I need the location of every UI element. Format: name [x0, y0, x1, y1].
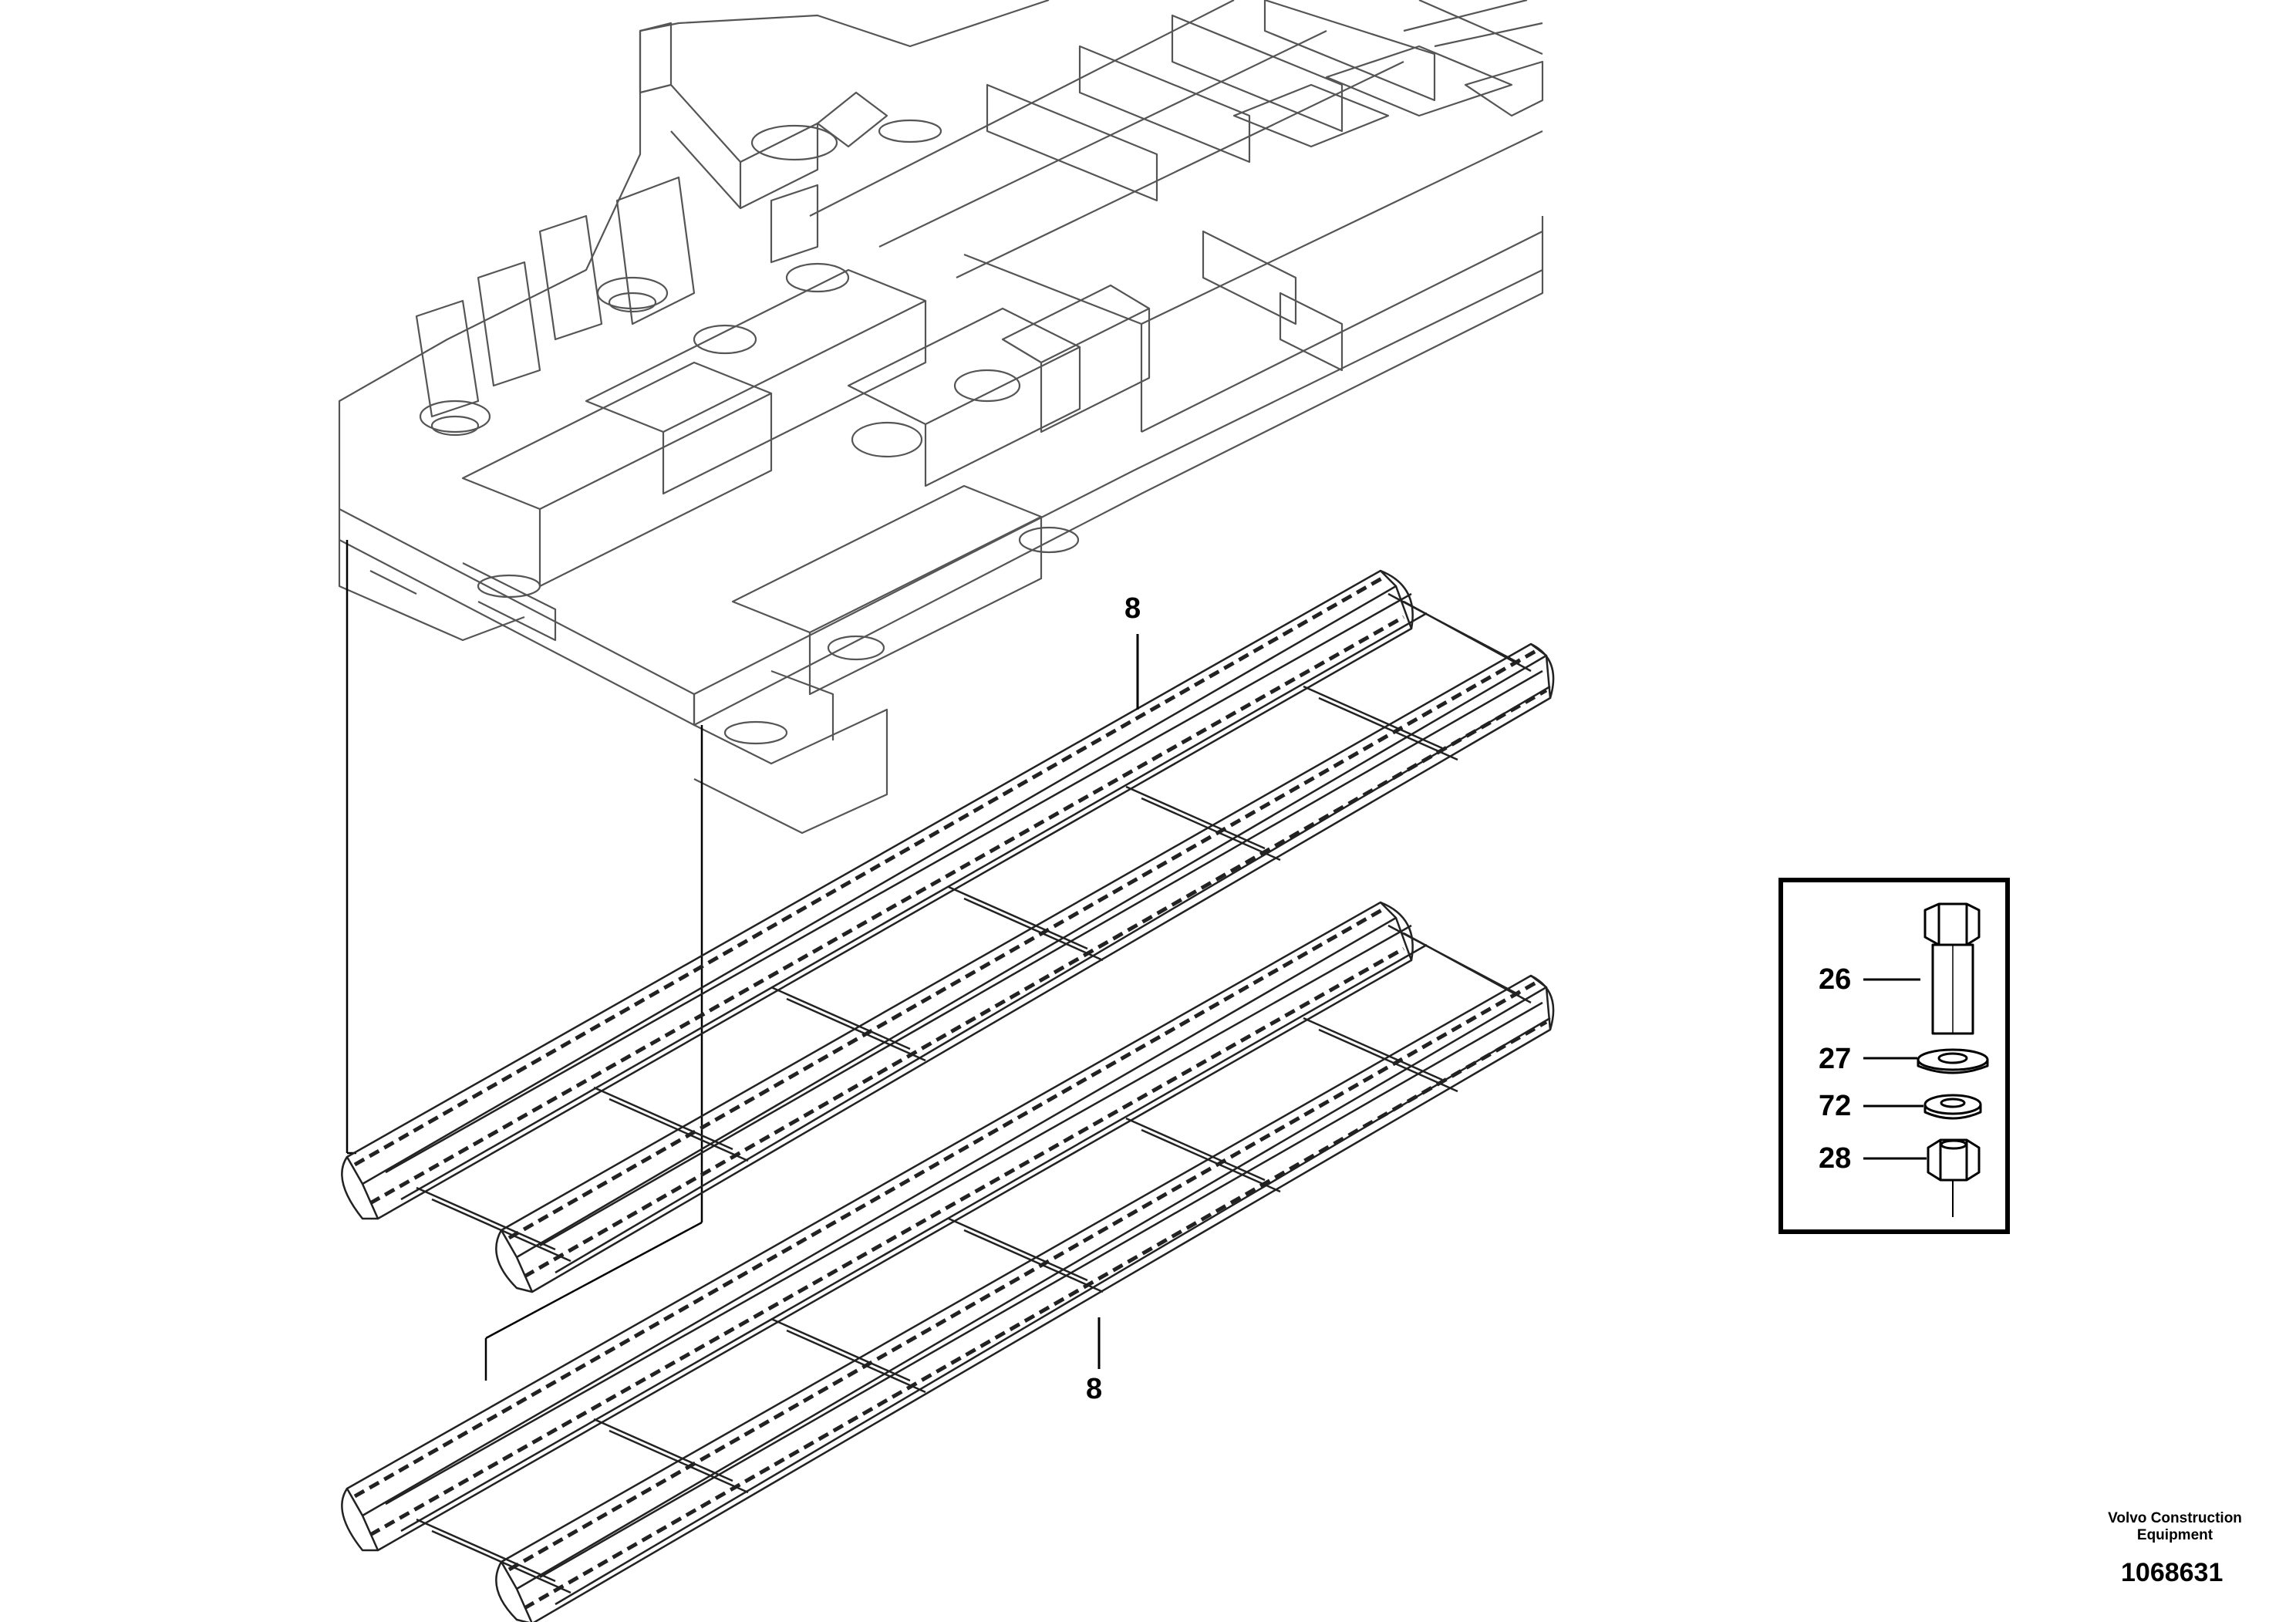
inset-label-26: 26 — [1819, 963, 1852, 996]
inset-label-72: 72 — [1819, 1090, 1852, 1122]
assembly-guide-lines — [346, 540, 703, 1381]
brand-line-2: Equipment — [2136, 1526, 2213, 1543]
nut-icon — [1927, 1138, 1981, 1182]
upper-frame-structure — [338, 0, 1544, 835]
callout-leaders-8 — [1097, 634, 1139, 1369]
callout-8-upper: 8 — [1124, 592, 1141, 625]
document-number: 1068631 — [2121, 1558, 2224, 1587]
inset-hardware — [1863, 902, 1989, 1217]
brand-name: Volvo Construction Equipment — [2082, 1510, 2267, 1544]
inset-label-27: 27 — [1819, 1043, 1852, 1075]
lock-washer-icon — [1923, 1094, 1982, 1120]
inset-label-28: 28 — [1819, 1142, 1852, 1175]
bolt-icon — [1923, 902, 1981, 1035]
hardware-inset-box — [1778, 878, 2010, 1234]
chain-assembly-lower — [341, 901, 1555, 1622]
callout-8-lower: 8 — [1086, 1373, 1103, 1405]
chain-assembly-upper — [341, 569, 1555, 1293]
brand-line-1: Volvo Construction — [2108, 1510, 2242, 1526]
washer-icon — [1917, 1048, 1989, 1074]
